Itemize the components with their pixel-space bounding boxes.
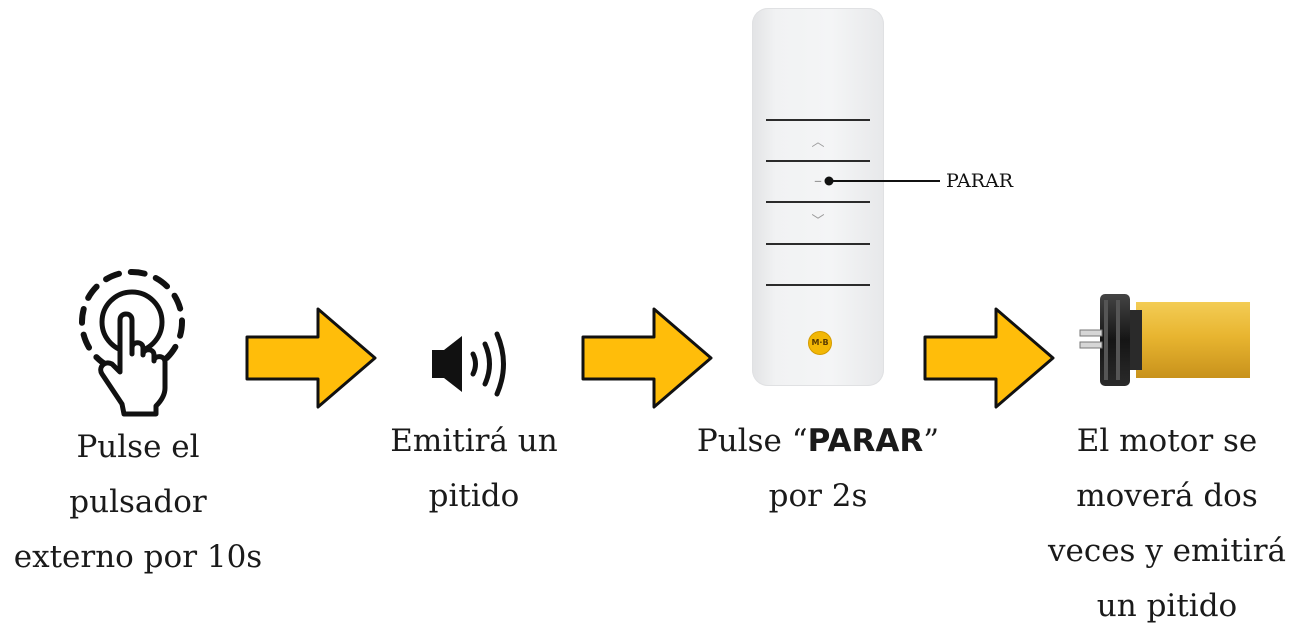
parar-pointer-line [824, 176, 940, 186]
step-3-caption: Pulse “PARAR” por 2s [690, 414, 946, 524]
step-2-line-1: Emitirá un [390, 423, 558, 459]
remote-divider [766, 201, 870, 203]
tubular-motor-icon [1079, 294, 1250, 386]
step-3-line-1-post: ” [923, 423, 940, 459]
remote-stop-button[interactable]: – [814, 171, 822, 190]
stop-button-label: PARAR [946, 170, 1014, 192]
step-1-caption: Pulse el pulsador externo por 10s [0, 420, 276, 585]
touch-press-icon [79, 269, 185, 417]
step-2-caption: Emitirá un pitido [366, 414, 582, 524]
speaker-icon [432, 331, 506, 397]
remote-divider [766, 243, 870, 245]
step-1-line-1: Pulse el [76, 429, 200, 465]
step-4-caption: El motor se moverá dos veces y emitirá u… [1030, 414, 1304, 634]
step-4-line-2: moverá dos [1076, 478, 1258, 514]
step-3-line-2: por 2s [768, 478, 868, 514]
remote-up-button[interactable]: ︿ [811, 135, 825, 150]
step-3-line-1-pre: Pulse “ [696, 423, 808, 459]
step-4-line-4: un pitido [1096, 588, 1238, 624]
remote-divider [766, 284, 870, 286]
step-3-parar-bold: PARAR [807, 423, 924, 459]
step-4-line-1: El motor se [1076, 423, 1258, 459]
step-1-line-3: externo por 10s [13, 539, 263, 575]
right-arrow-icon [923, 307, 1055, 409]
remote-divider [766, 160, 870, 162]
remote-divider [766, 119, 870, 121]
brand-logo: M·B [808, 331, 832, 355]
remote-down-button[interactable]: ﹀ [811, 214, 825, 229]
right-arrow-icon [245, 307, 377, 409]
right-arrow-icon [581, 307, 713, 409]
step-2-line-2: pitido [428, 478, 520, 514]
step-4-line-3: veces y emitirá [1047, 533, 1287, 569]
step-1-line-2: pulsador [69, 484, 207, 520]
step-3-line-1: Pulse “PARAR” [690, 414, 946, 469]
remote-control-icon: ︿ – ﹀ M·B [752, 8, 884, 386]
